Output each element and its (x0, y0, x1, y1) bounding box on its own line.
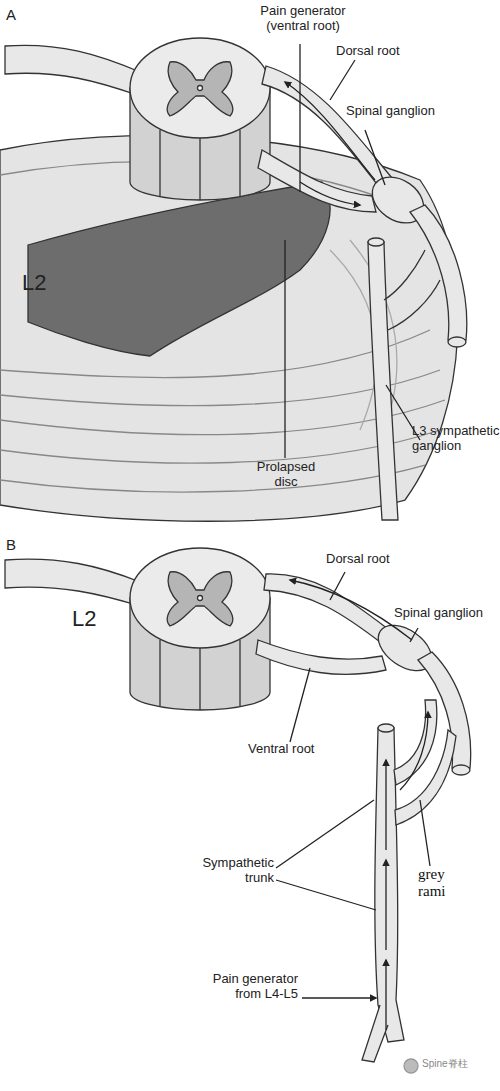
part-label: Spinal ganglion (394, 606, 500, 621)
part-label: Dorsal root (326, 552, 426, 567)
part-label: L3 sympathetic ganglion (412, 424, 500, 454)
watermark: Spine脊柱 (422, 1058, 500, 1070)
segment-label: L2 (22, 270, 82, 295)
panel-letter: B (6, 536, 36, 553)
part-label: grey rami (418, 866, 468, 901)
panel-letter: A (6, 6, 36, 23)
part-label: Ventral root (248, 742, 348, 757)
part-label: Sympathetic trunk (186, 856, 274, 886)
part-label: Prolapsed disc (246, 460, 326, 490)
part-label: Spinal ganglion (346, 104, 466, 119)
part-label: Pain generator (ventral root) (248, 4, 358, 34)
part-label: Pain generator from L4-L5 (186, 972, 298, 1002)
segment-label: L2 (72, 606, 132, 631)
part-label: Dorsal root (336, 44, 436, 59)
